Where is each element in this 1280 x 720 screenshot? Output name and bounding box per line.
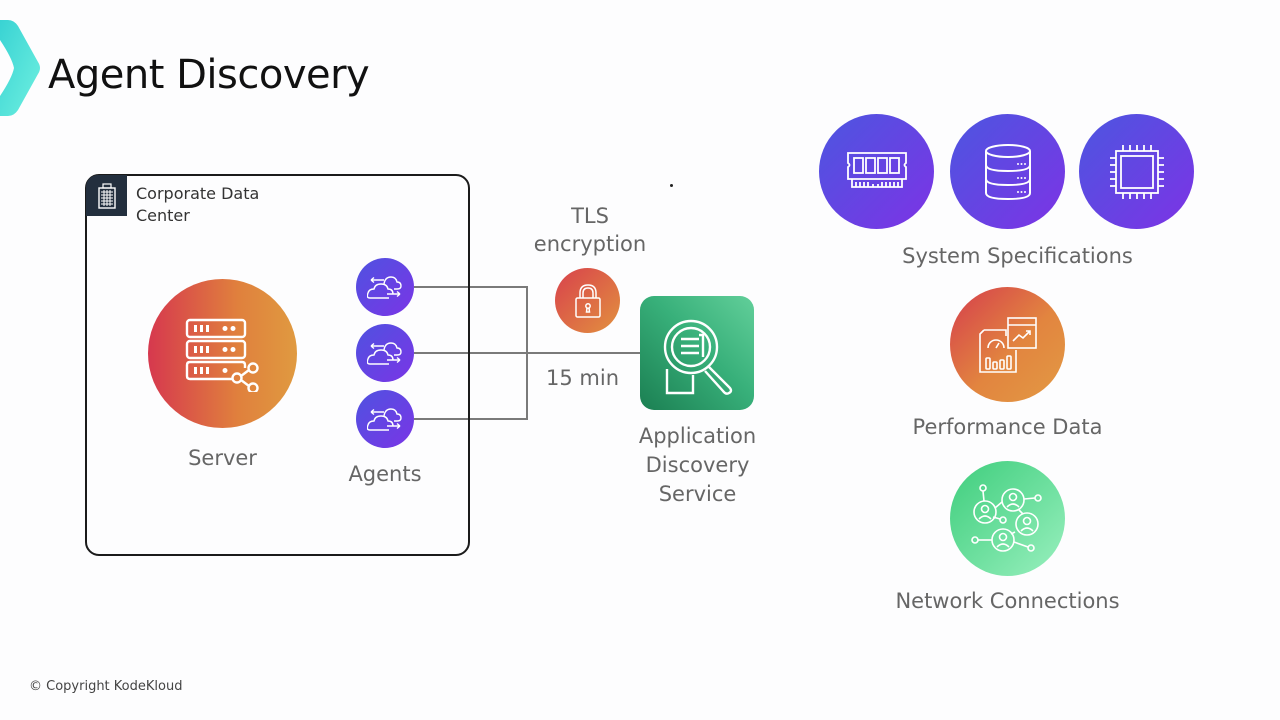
cpu-chip-icon: [1109, 144, 1164, 199]
corporate-data-center-box: [85, 174, 470, 556]
performance-dashboard-icon: [978, 316, 1037, 373]
stray-dot: [670, 184, 673, 187]
agent-node-2[interactable]: [356, 324, 414, 382]
copyright-footer: © Copyright KodeKloud: [29, 679, 183, 694]
interval-label: 15 min: [546, 366, 619, 390]
server-share-icon: [185, 318, 259, 392]
performance-data-label: Performance Data: [912, 415, 1103, 439]
memory-icon: [846, 151, 907, 188]
lock-icon: [574, 283, 601, 318]
cloud-sync-icon: [367, 342, 402, 365]
network-connections-label: Network Connections: [895, 589, 1120, 613]
building-icon: [97, 182, 116, 209]
tls-encryption-label: TLS encryption: [520, 202, 660, 258]
performance-data-node: [950, 287, 1065, 402]
service-label-line1: Application: [638, 424, 757, 448]
database-icon: [984, 143, 1031, 200]
cpu-node: [1079, 114, 1194, 229]
slide-accent-chevron: [0, 20, 40, 116]
network-connections-node: [950, 461, 1065, 576]
data-center-label-line2: Center: [136, 206, 190, 225]
cloud-sync-icon: [367, 276, 402, 299]
agent-node-1[interactable]: [356, 258, 414, 316]
service-label: Application Discovery Service: [615, 422, 780, 509]
storage-node: [950, 114, 1065, 229]
magnifier-document-icon: [663, 319, 733, 395]
server-node[interactable]: [148, 279, 297, 428]
data-center-label-line1: Corporate Data: [136, 184, 260, 203]
data-center-badge: [86, 175, 127, 216]
server-label: Server: [188, 446, 257, 470]
tls-label-line2: encryption: [533, 232, 647, 256]
application-discovery-service-node[interactable]: [640, 296, 754, 410]
service-label-line3: Service: [658, 482, 737, 506]
tls-label-line1: TLS: [571, 204, 609, 228]
network-users-icon: [970, 483, 1042, 552]
agents-label: Agents: [348, 462, 422, 486]
encryption-node: [555, 268, 620, 333]
cloud-sync-icon: [367, 408, 402, 431]
slide-title: Agent Discovery: [48, 52, 370, 98]
memory-node: [819, 114, 934, 229]
service-label-line2: Discovery: [645, 453, 750, 477]
agent-node-3[interactable]: [356, 390, 414, 448]
system-specifications-label: System Specifications: [902, 244, 1133, 268]
data-center-label: Corporate Data Center: [136, 183, 296, 227]
